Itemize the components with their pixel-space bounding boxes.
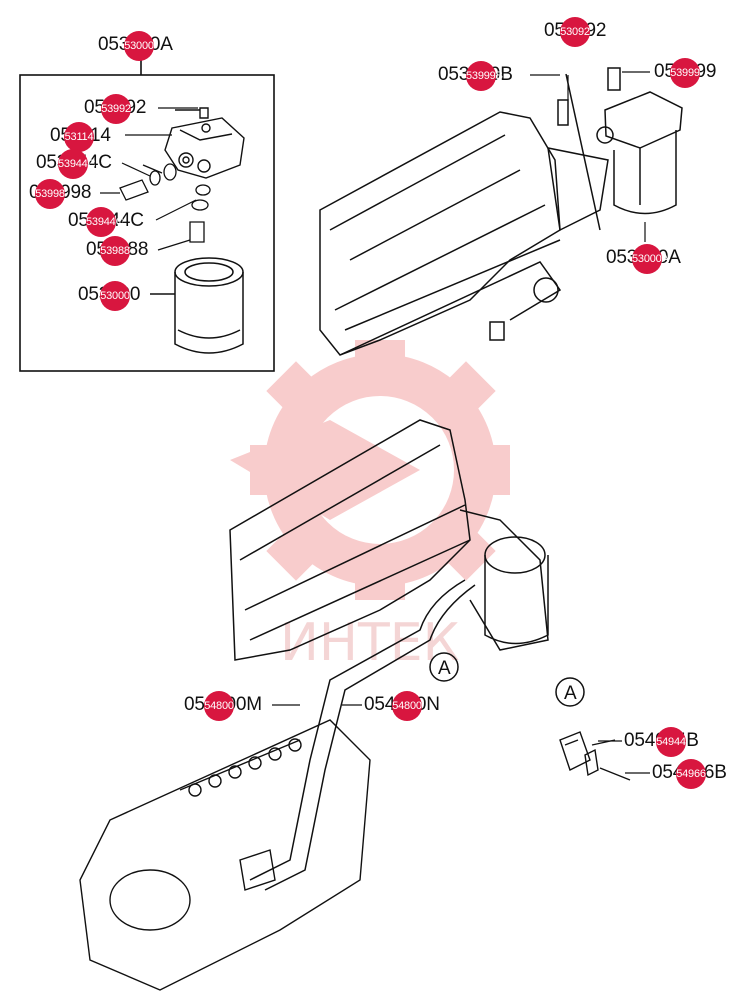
callout-053944c-lower[interactable]: 053944C 53944C [68,207,144,237]
part-marker[interactable]: 54966 [676,759,706,789]
view-label-main: A [438,658,451,679]
callout-053999[interactable]: 053999 53999 [654,58,716,88]
callout-054944b[interactable]: 054944B 54944 [624,727,699,757]
view-label-detail: A [564,683,577,704]
part-marker[interactable]: 53092 [560,17,590,47]
callout-054800m[interactable]: 054800M 54800 [184,691,262,721]
callout-053998[interactable]: 053998 53998 [29,179,91,209]
part-marker[interactable]: 53000 [100,281,130,311]
part-marker[interactable]: 53999B [466,61,503,91]
callout-054800n[interactable]: 054800N 54800 [364,691,440,721]
callout-054966b[interactable]: 054966B 54966 [652,759,727,789]
part-marker[interactable]: 54800 [204,691,234,721]
part-marker[interactable]: 53000 [124,31,154,61]
part-marker[interactable]: 53998 [35,179,65,209]
injection-pump [79,719,371,991]
detail-a-bracket [559,731,631,781]
callout-053000[interactable]: 053000 53000 [78,281,140,311]
part-marker[interactable]: 53114 [64,122,94,152]
callout-053999b[interactable]: 053999B 53999B [438,61,513,91]
engine-lower [229,419,549,891]
part-marker[interactable]: 54800 [392,691,422,721]
part-marker[interactable]: 53999 [670,58,700,88]
callout-053000a-upper[interactable]: 053000A 53000A [606,244,681,274]
callout-053944c-upper[interactable]: 053944C 53944C [36,149,112,179]
inset-frame [19,60,275,372]
callout-053988[interactable]: 053988 53988 [86,236,148,266]
watermark-text: ИНТЕК [280,613,460,673]
upper-filter-assembly [557,67,683,231]
view-markers [429,652,585,707]
part-marker[interactable]: 53988 [100,236,130,266]
inset-filter-head [164,107,245,179]
engine-upper [319,111,609,356]
part-marker[interactable]: 53944C [86,207,124,237]
part-marker[interactable]: 53000A [632,244,669,274]
inset-filter-cartridge [150,257,244,354]
part-marker[interactable]: 54944 [656,727,686,757]
watermark-logo: ИНТЕК [230,340,510,673]
inset-washers [119,163,211,243]
callout-053114[interactable]: 053114 53114 [50,122,111,152]
callout-053000a-inset[interactable]: 053000A 53000 [98,31,173,61]
part-marker[interactable]: 53944C [58,149,96,179]
leader-lines [100,71,650,774]
part-marker[interactable]: 53992 [101,94,131,124]
